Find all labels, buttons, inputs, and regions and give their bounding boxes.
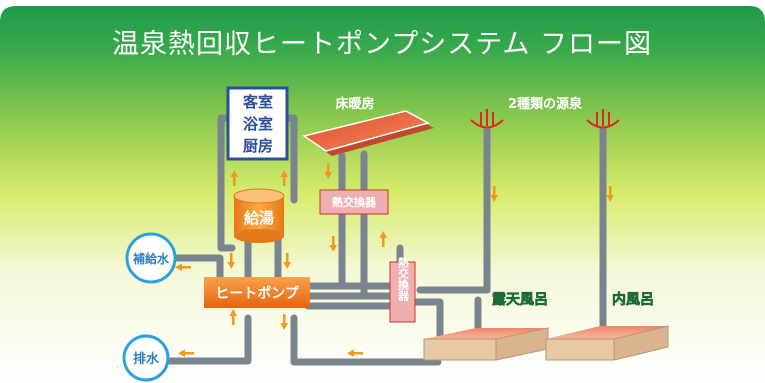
heat-pump-label: ヒートポンプ (215, 285, 300, 302)
floor-heating-label: 床暖房 (335, 96, 374, 112)
flow-arrow-up (379, 231, 387, 247)
drain-node: 排水 (122, 334, 170, 382)
flow-arrow-down (606, 186, 614, 202)
indoor-bath: 内風呂 (545, 291, 669, 361)
flow-arrow-down (280, 314, 288, 330)
flow-arrow-up (229, 309, 237, 325)
flow-arrow-down (324, 163, 332, 179)
supply-water-label: 補給水 (132, 251, 170, 266)
flow-arrow-left (347, 349, 363, 357)
hot-water-tank: 給湯 (233, 188, 285, 243)
flow-arrow-down (283, 253, 291, 269)
flow-arrow-left (175, 263, 191, 271)
flow-arrows (175, 163, 614, 357)
room-box: 客室 浴室 厨房 (226, 86, 289, 161)
room-label-kitchen: 厨房 (243, 137, 273, 155)
supply-water-node: 補給水 (125, 232, 177, 284)
indoor-bath-label: 内風呂 (612, 291, 654, 308)
hot-spring-source-icon (470, 109, 504, 129)
flow-arrow-down (329, 236, 337, 252)
heat-exchanger-1-label: 熱交換器 (332, 195, 377, 209)
flow-arrow-up (230, 170, 238, 186)
heat-exchanger-2: 熱交換器 (389, 256, 416, 323)
flow-arrow-down (227, 253, 235, 269)
diagram-title: 温泉熱回収ヒートポンプシステム フロー図 (112, 29, 652, 60)
flow-arrow-up (280, 170, 288, 186)
heat-exchanger-1: 熱交換器 (319, 189, 389, 215)
outdoor-bath: 露天風呂 (423, 291, 549, 361)
heat-pump: ヒートポンプ (204, 277, 310, 308)
hot-water-label: 給湯 (244, 209, 274, 227)
room-label-bath: 浴室 (243, 115, 273, 133)
outdoor-bath-label: 露天風呂 (492, 291, 548, 308)
room-label-guest: 客室 (242, 93, 273, 111)
two-sources-label: 2種類の源泉 (508, 96, 583, 112)
heat-exchanger-2-label: 熱交換器 (397, 256, 411, 302)
drain-label: 排水 (133, 351, 160, 367)
flow-arrow-down (490, 186, 498, 202)
hot-spring-source-icon (586, 109, 620, 129)
floor-heating-panel: 床暖房 (302, 96, 434, 156)
flow-arrow-left (178, 349, 194, 357)
